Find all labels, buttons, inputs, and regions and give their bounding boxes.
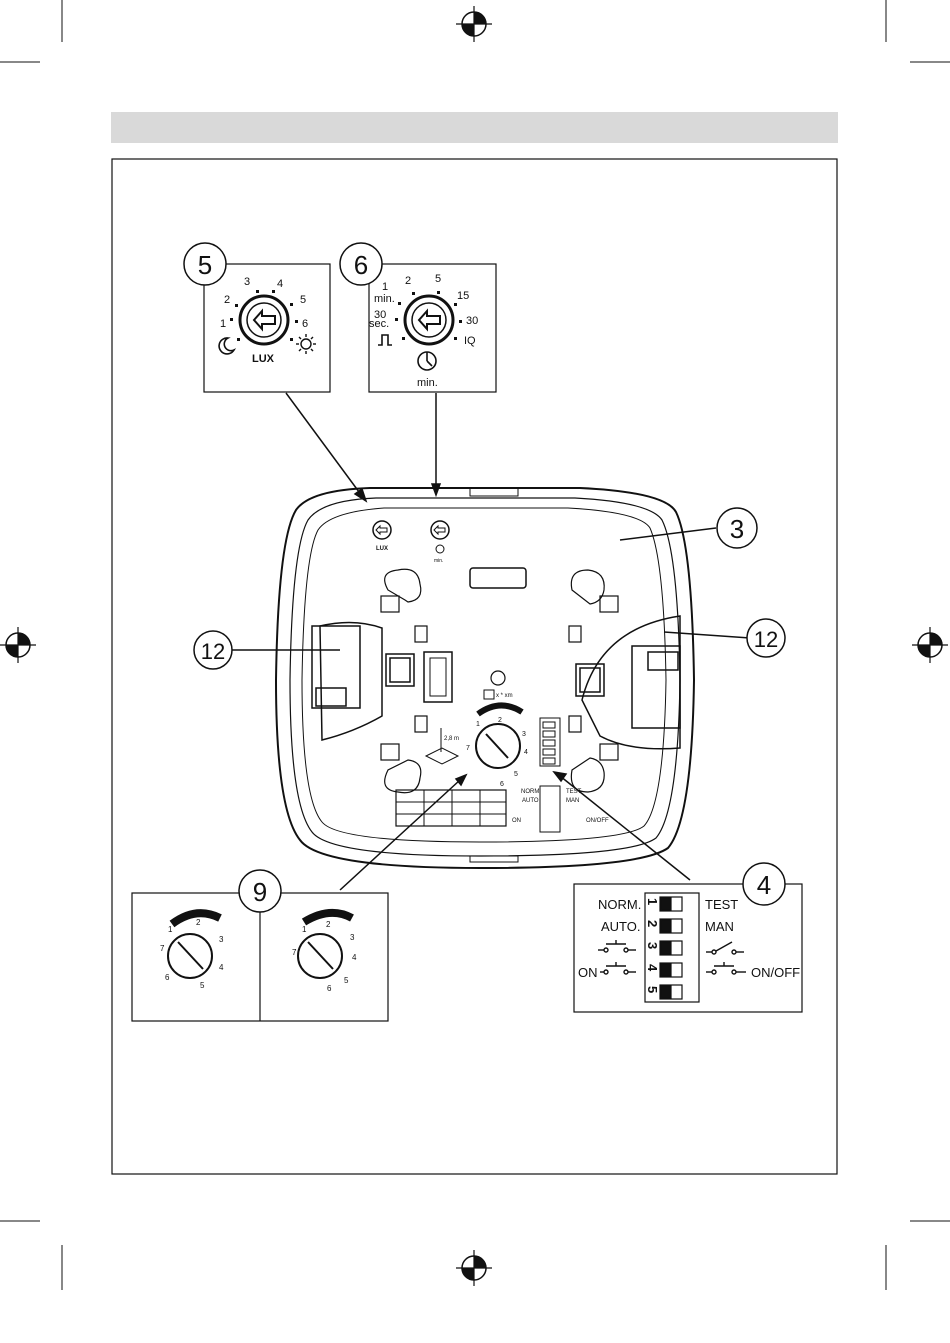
- device-dip-onoff: ON/OFF: [586, 818, 609, 824]
- lux-tick-3: 3: [244, 276, 250, 288]
- time-tick-1: 1: [382, 281, 388, 293]
- svg-text:2: 2: [498, 717, 502, 724]
- svg-text:6: 6: [500, 781, 504, 788]
- callout-4: 4: [743, 863, 785, 905]
- svg-text:5: 5: [645, 986, 660, 993]
- svg-text:3: 3: [522, 731, 526, 738]
- device-range-dial: 2 3 4 5 6 7 1: [466, 705, 528, 788]
- svg-text:3: 3: [730, 514, 744, 544]
- range-left-tick-4: 4: [219, 963, 224, 972]
- lux-tick-6: 6: [302, 318, 308, 330]
- time-bottom-label: min.: [417, 377, 438, 389]
- callout-5: 5: [184, 243, 226, 285]
- time-tick-30: 30: [466, 315, 478, 327]
- svg-text:4: 4: [757, 870, 771, 900]
- lux-tick-2: 2: [224, 294, 230, 306]
- device-distance-text: 2,8 m: [444, 736, 459, 742]
- left-clamp: [312, 622, 414, 740]
- crop-marks: [0, 0, 950, 1290]
- lux-tick-4: 4: [277, 278, 283, 290]
- time-iq-label: IQ: [464, 335, 476, 347]
- time-tick-15: 15: [457, 290, 469, 302]
- svg-text:9: 9: [253, 877, 267, 907]
- device-dip-man: MAN: [566, 798, 579, 804]
- callout-6: 6: [340, 243, 382, 285]
- device-dip-auto: AUTO: [522, 798, 539, 804]
- device-dip-norm: NORM: [521, 789, 539, 795]
- time-tick-2: 2: [405, 275, 411, 287]
- dip-label-test: TEST: [705, 897, 738, 912]
- svg-text:12: 12: [754, 627, 778, 652]
- range-left-tick-1: 1: [168, 925, 173, 934]
- registration-mark-bottom: [456, 1250, 492, 1286]
- range-right-tick-3: 3: [350, 933, 355, 942]
- svg-text:LUX: LUX: [376, 546, 388, 552]
- svg-text:2: 2: [645, 920, 660, 927]
- svg-text:12: 12: [201, 639, 225, 664]
- device-mini-time-dial: min.: [431, 521, 449, 564]
- registration-mark-top: [456, 6, 492, 42]
- svg-text:7: 7: [466, 745, 470, 752]
- lux-label: LUX: [252, 353, 275, 365]
- time-min-label: min.: [374, 293, 395, 305]
- svg-text:4: 4: [524, 749, 528, 756]
- device-dip-on: ON: [512, 818, 521, 824]
- dip-label-norm: NORM.: [598, 897, 641, 912]
- range-left-tick-5: 5: [200, 981, 205, 990]
- range-left-tick-2: 2: [196, 918, 201, 927]
- range-right-tick-6: 6: [327, 984, 332, 993]
- svg-text:3: 3: [645, 942, 660, 949]
- range-right-tick-4: 4: [352, 953, 357, 962]
- dip-label-auto: AUTO.: [601, 919, 641, 934]
- svg-text:1: 1: [476, 721, 480, 728]
- callout-12-left: 12: [194, 631, 232, 669]
- range-right-tick-5: 5: [344, 976, 349, 985]
- svg-text:1: 1: [645, 898, 660, 905]
- svg-text:min.: min.: [434, 558, 443, 564]
- range-right-tick-1: 1: [302, 925, 307, 934]
- callout-9: 9: [239, 870, 281, 912]
- device-marker-text: x * xm: [496, 693, 513, 699]
- callout-3: 3: [717, 508, 757, 548]
- range-right-tick-2: 2: [326, 920, 331, 929]
- lux-tick-5: 5: [300, 294, 306, 306]
- svg-text:5: 5: [198, 250, 212, 280]
- range-right-tick-7: 7: [292, 948, 297, 957]
- range-left-tick-6: 6: [165, 973, 170, 982]
- dip-label-onoff: ON/OFF: [751, 965, 800, 980]
- callout-12-right: 12: [747, 619, 785, 657]
- dip-label-on: ON: [578, 965, 598, 980]
- registration-mark-right: [912, 627, 948, 663]
- range-left-tick-3: 3: [219, 935, 224, 944]
- svg-text:5: 5: [514, 771, 518, 778]
- svg-text:6: 6: [354, 250, 368, 280]
- time-sec-label: sec.: [369, 318, 389, 330]
- device-mini-lux-dial: LUX: [373, 521, 391, 552]
- dip-label-man: MAN: [705, 919, 734, 934]
- header-bar: [111, 112, 838, 143]
- svg-text:4: 4: [645, 964, 660, 972]
- lux-tick-1: 1: [220, 318, 226, 330]
- range-left-tick-7: 7: [160, 944, 165, 953]
- leader-lines: [232, 393, 750, 890]
- registration-mark-left: [0, 627, 36, 663]
- time-tick-5: 5: [435, 273, 441, 285]
